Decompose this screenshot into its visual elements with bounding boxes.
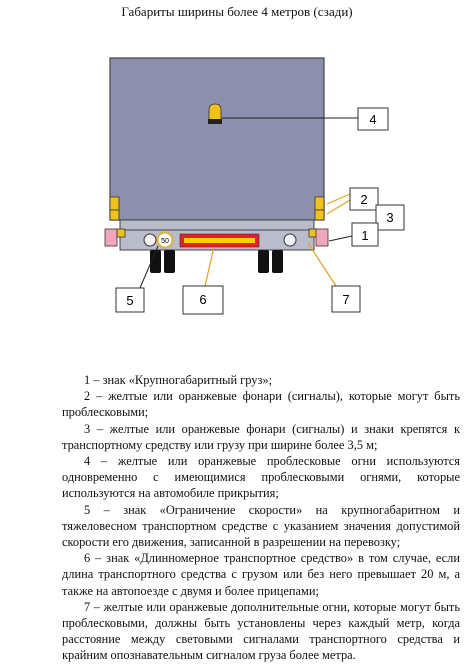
svg-text:2: 2 <box>360 192 367 207</box>
cargo-body <box>109 57 325 221</box>
legend-item-7: 7 – желтые или оранжевые дополнительные … <box>62 599 460 663</box>
right-marker-lamp-bottom <box>314 209 325 221</box>
chassis-frame <box>119 219 315 231</box>
beacon-light <box>208 103 222 121</box>
callout-5: 5 <box>115 287 145 313</box>
legend-item-1: 1 – знак «Крупногабаритный груз»; <box>84 373 273 387</box>
left-side-lamp <box>116 228 126 238</box>
callout-3: 3 <box>375 204 405 231</box>
svg-text:5: 5 <box>126 293 133 308</box>
speed-limit-value: 50 <box>161 238 169 245</box>
right-tail-light <box>283 233 297 247</box>
svg-text:1: 1 <box>361 228 368 243</box>
left-side-sign <box>104 228 118 247</box>
svg-text:3: 3 <box>386 210 393 225</box>
right-wheel-outer <box>272 250 283 273</box>
svg-text:4: 4 <box>369 112 376 127</box>
vehicle-diagram: 50 4 2 3 1 5 6 7 <box>104 57 405 315</box>
speed-limit-sign <box>156 231 174 249</box>
left-wheel-outer <box>150 250 161 273</box>
svg-text:7: 7 <box>342 292 349 307</box>
callout-2: 2 <box>349 187 379 211</box>
callout-4: 4 <box>357 107 389 131</box>
legend: 1 – знак «Крупногабаритный груз»; 2 – же… <box>62 372 460 664</box>
legend-item-2: 2 – желтые или оранжевые фонари (сигналы… <box>62 389 460 420</box>
page-title: Габариты ширины более 4 метров (сзади) <box>121 4 353 19</box>
svg-text:6: 6 <box>199 292 206 307</box>
legend-item-4: 4 – желтые или оранжевые проблесковые ог… <box>62 454 460 501</box>
right-side-sign <box>315 228 329 247</box>
right-marker-lamp-top <box>314 196 325 211</box>
left-marker-lamp-bottom <box>109 209 120 221</box>
legend-item-3: 3 – желтые или оранжевые фонари (сигналы… <box>62 421 460 452</box>
long-vehicle-sign-stripe <box>184 238 255 243</box>
beacon-base <box>208 119 222 124</box>
right-wheel-inner <box>258 250 269 273</box>
legend-item-6: 6 – знак «Длинномерное транспортное сред… <box>62 551 460 598</box>
legend-item-5: 5 – знак «Ограничение скорости» на крупн… <box>62 502 460 550</box>
left-marker-lamp-top <box>109 196 120 211</box>
callout-6: 6 <box>182 285 224 315</box>
callout-1: 1 <box>351 222 379 247</box>
callout-7: 7 <box>331 285 361 313</box>
left-wheel-inner <box>164 250 175 273</box>
left-tail-light <box>143 233 157 247</box>
